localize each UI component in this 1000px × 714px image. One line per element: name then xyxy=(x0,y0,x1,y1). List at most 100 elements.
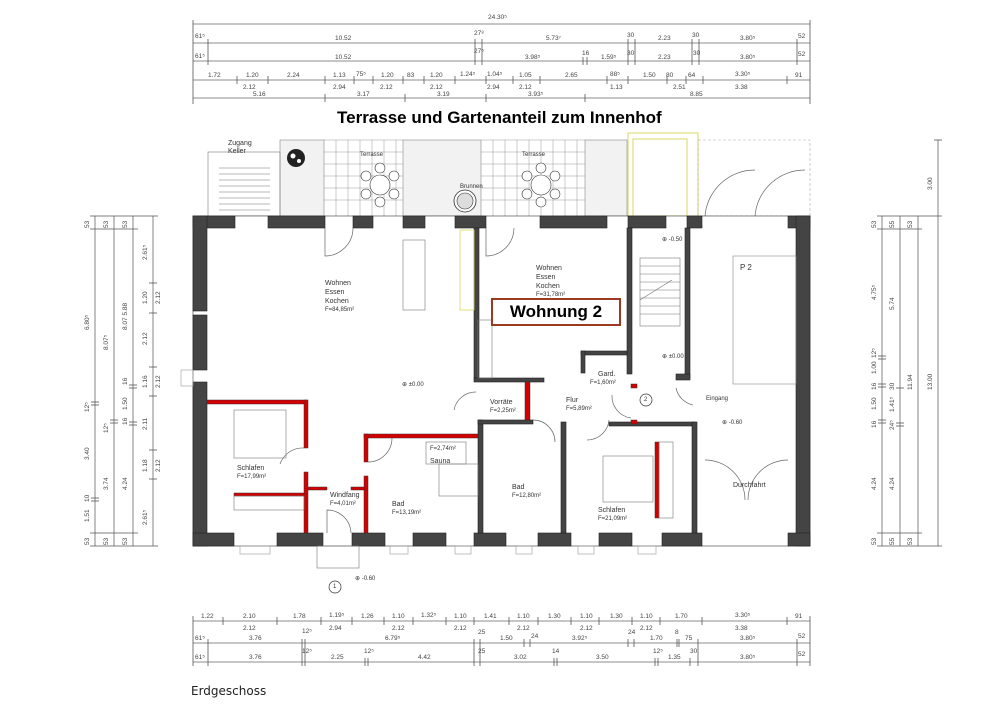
svg-text:24.30⁵: 24.30⁵ xyxy=(488,14,507,21)
svg-text:2.12: 2.12 xyxy=(517,625,530,632)
svg-text:4.24: 4.24 xyxy=(122,477,129,490)
svg-text:53: 53 xyxy=(103,220,110,228)
svg-text:1.20: 1.20 xyxy=(381,72,394,79)
svg-text:1.13: 1.13 xyxy=(333,72,346,79)
svg-text:5.73⁷: 5.73⁷ xyxy=(546,35,562,42)
room-area: F=31,78m² xyxy=(536,292,566,298)
svg-text:1.35: 1.35 xyxy=(668,654,681,661)
room-name: Wohnen xyxy=(325,280,351,287)
svg-text:1.70: 1.70 xyxy=(675,613,688,620)
svg-text:3.80⁵: 3.80⁵ xyxy=(740,54,756,61)
room-name: Gard. xyxy=(598,371,616,378)
svg-text:91: 91 xyxy=(795,613,803,620)
room-garderobe: Gard. F=1,60m² xyxy=(590,370,616,388)
room-bad: Bad F=13,19m² xyxy=(392,500,421,518)
svg-text:2.94: 2.94 xyxy=(329,625,342,632)
svg-text:3.76: 3.76 xyxy=(249,635,262,642)
svg-text:5.74: 5.74 xyxy=(889,297,896,310)
svg-text:75⁵: 75⁵ xyxy=(356,71,366,78)
svg-text:2.12: 2.12 xyxy=(392,625,405,632)
svg-text:53: 53 xyxy=(907,220,914,228)
svg-text:1.26: 1.26 xyxy=(361,613,374,620)
svg-text:2.51: 2.51 xyxy=(673,84,686,91)
terrace-area xyxy=(207,132,811,217)
room-area: F=12,80m² xyxy=(512,493,542,499)
svg-text:12⁵: 12⁵ xyxy=(871,348,878,358)
svg-text:30: 30 xyxy=(692,32,700,39)
svg-text:4.24: 4.24 xyxy=(871,477,878,490)
svg-text:16: 16 xyxy=(582,50,590,57)
svg-text:1.10: 1.10 xyxy=(640,613,653,620)
svg-text:3.19: 3.19 xyxy=(437,91,450,98)
svg-text:91: 91 xyxy=(795,72,803,79)
room-wohnen-essen-kochen-2: Wohnen Essen Kochen F=31,78m² xyxy=(536,264,565,300)
svg-text:1.10: 1.10 xyxy=(517,613,530,620)
svg-text:16: 16 xyxy=(122,417,129,425)
room-flur: Flur F=5,89m² xyxy=(566,396,592,414)
svg-text:2.94: 2.94 xyxy=(333,84,346,91)
svg-text:2.12: 2.12 xyxy=(142,332,149,345)
level-marker: ⊕ -0.60 xyxy=(355,576,376,582)
svg-text:6.80⁵: 6.80⁵ xyxy=(84,314,91,330)
svg-text:1.20: 1.20 xyxy=(430,72,443,79)
svg-text:1.16: 1.16 xyxy=(142,375,149,388)
svg-text:30: 30 xyxy=(627,50,635,57)
svg-text:27⁸: 27⁸ xyxy=(474,30,484,37)
room-name: Kochen xyxy=(536,283,560,290)
svg-text:25: 25 xyxy=(478,629,486,636)
table-with-chairs-icon xyxy=(360,162,400,208)
svg-text:3.50: 3.50 xyxy=(596,654,609,661)
svg-text:1.41: 1.41 xyxy=(484,613,497,620)
svg-text:3.93⁵: 3.93⁵ xyxy=(528,91,544,98)
svg-text:83: 83 xyxy=(407,72,415,79)
stairs-to-cellar xyxy=(207,151,281,217)
svg-text:4.42: 4.42 xyxy=(418,654,431,661)
svg-text:3.74: 3.74 xyxy=(103,477,110,490)
svg-text:53: 53 xyxy=(103,537,110,545)
svg-text:1.50: 1.50 xyxy=(122,397,129,410)
svg-text:27⁵: 27⁵ xyxy=(474,48,484,55)
level-value: -0.60 xyxy=(361,576,376,582)
svg-text:2.12: 2.12 xyxy=(519,84,532,91)
svg-text:53: 53 xyxy=(871,220,878,228)
svg-text:1.30: 1.30 xyxy=(610,613,623,620)
svg-text:2.23: 2.23 xyxy=(658,54,671,61)
svg-text:3.80⁵: 3.80⁵ xyxy=(740,35,756,42)
room-sauna: F=2,74m² Sauna xyxy=(430,445,456,466)
svg-text:16: 16 xyxy=(122,377,129,385)
label-zugang: Zugang xyxy=(228,140,252,147)
label-keller: Keller xyxy=(228,148,246,155)
room-p2: P 2 xyxy=(740,263,752,272)
room-schlafen: Schlafen F=17,99m² xyxy=(237,464,266,482)
svg-text:2.65: 2.65 xyxy=(565,72,578,79)
svg-text:55: 55 xyxy=(889,220,896,228)
unit-label-badge: Wohnung 2 xyxy=(491,298,621,326)
svg-text:3.80⁵: 3.80⁵ xyxy=(740,635,756,642)
svg-text:2.12: 2.12 xyxy=(243,625,256,632)
room-name: Essen xyxy=(325,289,345,296)
svg-text:1.20: 1.20 xyxy=(246,72,259,79)
svg-text:10: 10 xyxy=(84,494,91,502)
svg-text:1.22: 1.22 xyxy=(201,613,214,620)
svg-text:6.79⁵: 6.79⁵ xyxy=(385,635,401,642)
svg-text:12⁵: 12⁵ xyxy=(84,402,91,412)
svg-text:16: 16 xyxy=(871,382,878,390)
entrance-marker-1: 1 xyxy=(333,584,337,590)
svg-text:10.52: 10.52 xyxy=(335,35,352,42)
room-name: Flur xyxy=(566,397,579,404)
level-marker: ⊕ -0.60 xyxy=(722,420,743,426)
room-name: Bad xyxy=(392,501,405,508)
svg-text:1.20: 1.20 xyxy=(142,291,149,304)
svg-text:1.50: 1.50 xyxy=(643,72,656,79)
svg-text:3.02: 3.02 xyxy=(514,654,527,661)
unit-label: Wohnung 2 xyxy=(509,302,603,321)
svg-text:1.13: 1.13 xyxy=(610,84,623,91)
svg-text:3.17: 3.17 xyxy=(357,91,370,98)
svg-text:1.78: 1.78 xyxy=(293,613,306,620)
level-value: ±0.00 xyxy=(408,382,424,388)
svg-text:53: 53 xyxy=(122,537,129,545)
level-value: -0.60 xyxy=(728,420,743,426)
svg-text:16: 16 xyxy=(871,420,878,428)
